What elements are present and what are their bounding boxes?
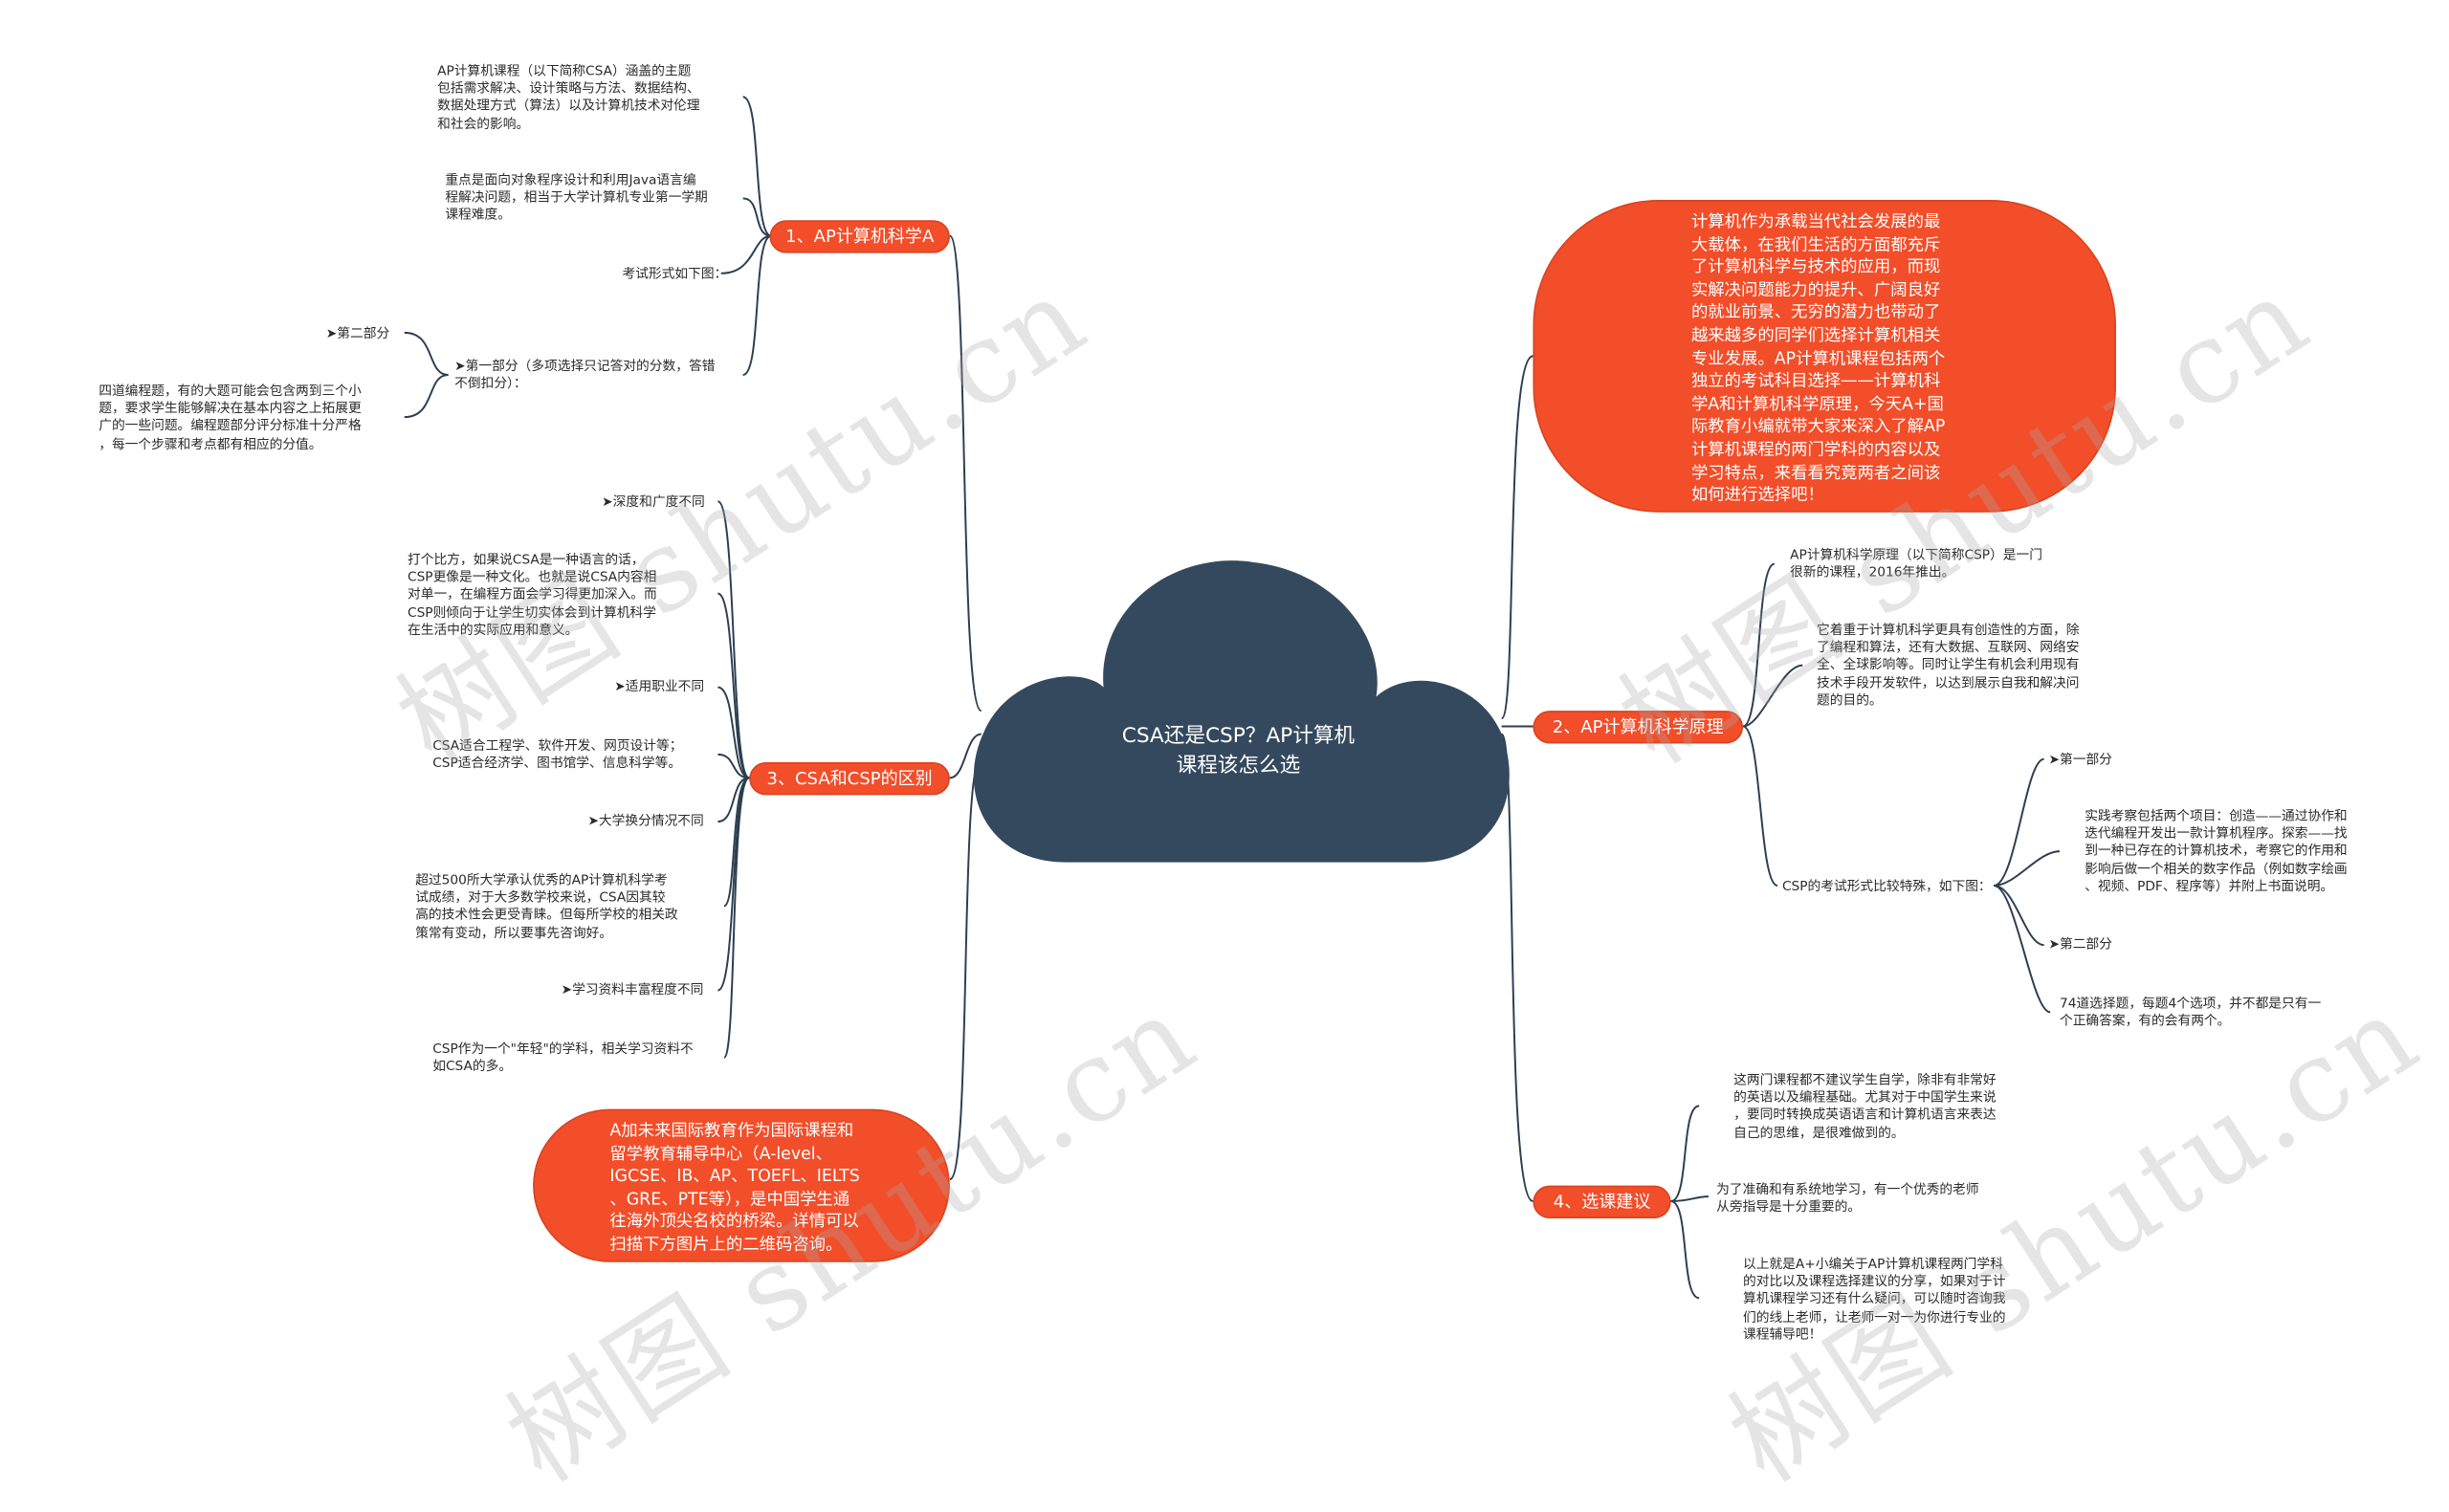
center-title-line1: CSA还是CSP？AP计算机 <box>1121 724 1356 749</box>
b1-focus-text: 重点是面向对象程序设计和利用Java语言编 程解决问题，相当于大学计算机专业第一… <box>445 171 708 223</box>
b3-credit-heading: ➤大学换分情况不同 <box>587 812 704 828</box>
b2-part2: ➤第二部分 <box>2048 935 2112 952</box>
b4-summary-text: 以上就是A+小编关于AP计算机课程两门学科 的对比以及课程选择建议的分享，如果对… <box>1743 1256 2006 1342</box>
b1-part2: ➤第二部分 <box>325 324 390 341</box>
b2-intro-text: AP计算机科学原理（以下简称CSP）是一门 很新的课程，2016年推出。 <box>1790 546 2042 581</box>
ad-line: 留学教育辅导中心（A-level、 <box>609 1144 832 1164</box>
branch-3-pill[interactable]: 3、CSA和CSP的区别 <box>749 762 950 796</box>
b2-part1-detail: 实践考察包括两个项目：创造——通过协作和 迭代编程开发出一款计算机程序。探索——… <box>2085 807 2348 893</box>
intro-line: 学习特点，来看看究竟两者之间该 <box>1690 463 1941 482</box>
branch-1-pill[interactable]: 1、AP计算机科学A <box>769 220 950 253</box>
b2-exam-format: CSP的考试形式比较特殊，如下图： <box>1781 877 1992 894</box>
b1-part2-detail: 四道编程题，有的大题可能会包含两到三个小 题，要求学生能够解决在基本内容之上拓展… <box>99 383 362 451</box>
b3-credit-text: 超过500所大学承认优秀的AP计算机科学考 试成绩，对于大多数学校来说，CSA因… <box>415 871 678 940</box>
intro-line: 计算机课程的两门学科的内容以及 <box>1690 440 1941 460</box>
ad-line: 扫描下方图片上的二维码咨询。 <box>609 1235 843 1255</box>
b4-teacher-text: 为了准确和有系统地学习，有一个优秀的老师 从旁指导是十分重要的。 <box>1716 1180 1979 1215</box>
ad-line: 往海外顶尖名校的桥梁。详情可以 <box>609 1213 859 1232</box>
b2-part1: ➤第一部分 <box>2048 751 2112 767</box>
intro-line: 专业发展。AP计算机课程包括两个 <box>1690 349 1946 368</box>
b4-self-study-text: 这两门课程都不建议学生自学，除非有非常好 的英语以及编程基础。尤其对于中国学生来… <box>1733 1071 1997 1140</box>
b2-part2-detail: 74道选择题，每题4个选项，并不都是只有一 个正确答案，有的会有两个。 <box>2059 995 2322 1029</box>
intro-line: 越来越多的同学们选择计算机相关 <box>1690 326 1941 345</box>
intro-blob: 计算机作为承载当代社会发展的最 大载体，在我们生活的方面都充斥 了计算机科学与技… <box>1533 200 2116 513</box>
intro-line: 大载体，在我们生活的方面都充斥 <box>1690 234 1941 254</box>
center-topic: CSA还是CSP？AP计算机 课程该怎么选 <box>1097 722 1379 781</box>
b3-resources-heading: ➤学习资料丰富程度不同 <box>561 980 704 997</box>
ad-line: IGCSE、IB、AP、TOEFL、IELTS <box>609 1167 860 1186</box>
b3-resources-text: CSP作为一个"年轻"的学科，相关学习资料不 如CSA的多。 <box>432 1040 694 1074</box>
intro-line: 的就业前景、无穷的潜力也带动了 <box>1690 303 1941 323</box>
mindmap-canvas: CSA还是CSP？AP计算机 课程该怎么选 1、AP计算机科学A 3、CSA和C… <box>99 62 2440 1506</box>
b2-focus-text: 它着重于计算机科学更具有创造性的方面，除 了编程和算法，还有大数据、互联网、网络… <box>1817 622 2080 708</box>
b1-topic-text: AP计算机课程（以下简称CSA）涵盖的主题 包括需求解决、设计策略与方法、数据结… <box>437 62 700 131</box>
intro-line: 独立的考试科目选择——计算机科 <box>1690 371 1941 391</box>
center-title-line2: 课程该怎么选 <box>1176 754 1301 778</box>
center-cloud-shape <box>973 560 1510 863</box>
intro-line: 实解决问题能力的提升、广阔良好 <box>1690 280 1941 300</box>
b3-depth-text: 打个比方，如果说CSA是一种语言的话， CSP更像是一种文化。也就是说CSA内容… <box>408 551 657 638</box>
intro-line: 学A和计算机科学原理，今天A+国 <box>1690 394 1944 414</box>
b3-career-text: CSA适合工程学、软件开发、网页设计等； CSP适合经济学、图书馆学、信息科学等… <box>432 736 683 771</box>
b3-career-heading: ➤适用职业不同 <box>614 677 705 694</box>
b1-exam-format: 考试形式如下图： <box>622 265 728 281</box>
intro-line: 了计算机科学与技术的应用，而现 <box>1690 257 1941 277</box>
branch-4-pill[interactable]: 4、选课建议 <box>1533 1185 1671 1218</box>
ad-line: 、GRE、PTE等），是中国学生通 <box>609 1190 850 1209</box>
b1-part1: ➤第一部分（多项选择只记答对的分数，答错 不倒扣分）： <box>454 358 716 391</box>
b3-depth-heading: ➤深度和广度不同 <box>602 493 705 510</box>
ad-line: A加未来国际教育作为国际课程和 <box>609 1121 854 1141</box>
branch-2-pill[interactable]: 2、AP计算机科学原理 <box>1533 711 1744 744</box>
ad-blob: A加未来国际教育作为国际课程和 留学教育辅导中心（A-level、 IGCSE、… <box>533 1108 950 1262</box>
intro-line: 际教育小编就带大家来深入了解AP <box>1690 417 1946 437</box>
intro-line: 计算机作为承载当代社会发展的最 <box>1690 212 1941 231</box>
connector-lines <box>404 96 2061 1300</box>
intro-line: 如何进行选择吧！ <box>1690 486 1824 505</box>
